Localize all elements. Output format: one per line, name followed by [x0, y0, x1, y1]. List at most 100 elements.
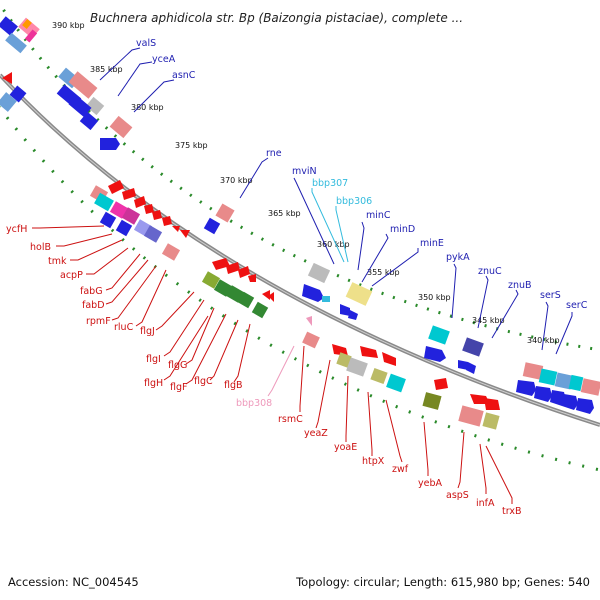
leader-line	[86, 247, 129, 275]
leader-line	[299, 345, 305, 412]
kbp-label: 390 kbp	[52, 21, 85, 30]
gene-block	[225, 285, 245, 303]
gene-label[interactable]: serC	[566, 300, 588, 311]
gene-label[interactable]: rluC	[114, 322, 134, 333]
leader-line	[555, 312, 573, 355]
gene-arrow	[534, 386, 552, 402]
leader-line	[135, 269, 167, 327]
map-title: Buchnera aphidicola str. Bp (Baizongia p…	[90, 11, 463, 25]
gene-label[interactable]: rne	[266, 148, 282, 159]
gene-arrow	[262, 290, 270, 300]
gene-label[interactable]: fabD	[82, 300, 105, 311]
gene-block	[68, 94, 92, 118]
gene-label[interactable]: serS	[540, 290, 561, 301]
gene-block	[203, 217, 221, 235]
leader-line	[105, 259, 149, 305]
gene-arrow	[268, 292, 274, 302]
gene-arrow	[484, 398, 500, 410]
gene-label[interactable]: tmk	[48, 256, 67, 267]
gene-block	[115, 219, 133, 237]
leader-line	[457, 431, 465, 489]
gene-label[interactable]: mviN	[292, 166, 317, 177]
gene-block	[322, 296, 330, 302]
topology-summary: Topology: circular; Length: 615,980 bp; …	[295, 575, 590, 589]
gene-arrow	[576, 398, 594, 414]
gene-arrow	[424, 346, 446, 362]
gene-label[interactable]: yebA	[418, 478, 442, 489]
gene-block	[68, 71, 98, 99]
gene-block	[24, 29, 38, 43]
gene-label[interactable]: rpmF	[86, 316, 111, 327]
gene-block	[370, 367, 388, 385]
leader-line	[293, 177, 335, 265]
kbp-label: 365 kbp	[268, 209, 301, 218]
gene-label[interactable]: flgC	[194, 376, 213, 387]
gene-block	[307, 262, 331, 284]
gene-label[interactable]: yoaE	[334, 442, 357, 453]
gene-label[interactable]: minE	[420, 238, 444, 249]
leader-line	[99, 47, 141, 81]
gene-block	[554, 372, 574, 390]
accession-label: Accession: NC_004545	[8, 575, 139, 589]
gene-arrow	[144, 204, 154, 214]
leader-line	[233, 323, 251, 383]
gene-label[interactable]: ycfH	[6, 224, 27, 235]
gene-label[interactable]: bbp307	[312, 178, 348, 189]
gene-label[interactable]: zwf	[392, 464, 409, 475]
leader-line	[133, 79, 175, 113]
gene-label[interactable]: flgH	[144, 378, 163, 389]
gene-label[interactable]: aspS	[446, 490, 469, 501]
gene-label[interactable]: infA	[476, 498, 495, 509]
leader-line	[423, 421, 429, 476]
gene-label[interactable]: valS	[136, 38, 156, 49]
leader-line	[345, 375, 349, 442]
gene-label[interactable]: minD	[390, 224, 415, 235]
gene-block	[336, 352, 352, 368]
gene-arrow	[226, 262, 240, 274]
leader-line	[385, 399, 403, 463]
gene-label[interactable]: yceA	[152, 54, 176, 65]
kbp-label: 385 kbp	[90, 65, 123, 74]
gene-label[interactable]: flgG	[168, 360, 187, 371]
gene-label[interactable]: bbp308	[236, 398, 272, 409]
gene-label[interactable]: flgI	[146, 354, 161, 365]
leader-line	[70, 239, 123, 261]
gene-block	[9, 85, 27, 103]
gene-label[interactable]: flgB	[224, 380, 243, 391]
gene-block	[386, 373, 406, 393]
gene-block	[201, 271, 221, 289]
gene-label[interactable]: flgJ	[140, 326, 155, 337]
gene-label[interactable]: htpX	[362, 456, 385, 467]
gene-label[interactable]: flgF	[170, 382, 187, 393]
leader-line	[311, 188, 345, 263]
leader-line	[477, 275, 489, 329]
gene-block	[79, 111, 99, 131]
gene-label[interactable]: yeaZ	[304, 428, 328, 439]
gene-block	[458, 405, 484, 427]
leader-line	[371, 248, 419, 287]
gene-label[interactable]: rsmC	[278, 414, 303, 425]
kbp-label: 350 kbp	[418, 293, 451, 302]
gene-label[interactable]: trxB	[502, 506, 522, 517]
gene-label[interactable]: acpP	[60, 270, 83, 281]
gene-label[interactable]: asnC	[172, 70, 196, 81]
gene-arrow	[248, 274, 256, 282]
gene-labels-pink: bbp308	[236, 398, 272, 409]
leader-line	[111, 265, 157, 321]
gene-arrow	[108, 180, 124, 194]
gene-block	[462, 337, 484, 357]
gene-label[interactable]: holB	[30, 242, 51, 253]
leader-line	[541, 301, 549, 351]
gene-label[interactable]: znuB	[508, 280, 532, 291]
gene-label[interactable]: minC	[366, 210, 391, 221]
leader-line	[239, 157, 269, 199]
leader-line	[451, 263, 457, 319]
gene-label[interactable]: fabG	[80, 286, 103, 297]
gene-label[interactable]: pykA	[446, 252, 470, 263]
gene-label[interactable]: bbp306	[336, 196, 372, 207]
leader-line	[315, 359, 331, 429]
gene-arrow	[382, 352, 396, 366]
gene-label[interactable]: znuC	[478, 266, 502, 277]
gene-block	[237, 291, 255, 309]
kbp-label: 355 kbp	[367, 268, 400, 277]
